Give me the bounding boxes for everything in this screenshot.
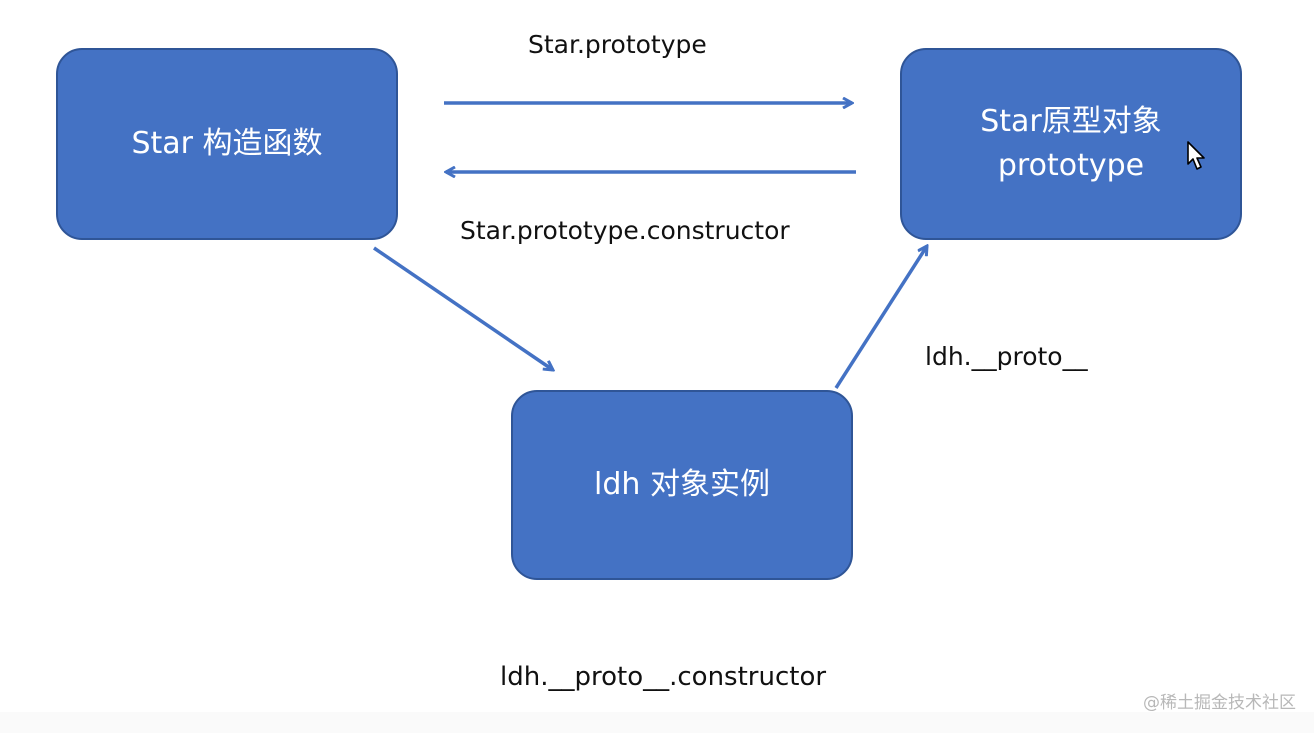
star-prototype-node: Star原型对象 prototype <box>900 48 1242 240</box>
edge-label-star-prototype: Star.prototype <box>528 30 707 59</box>
star-constructor-label: Star 构造函数 <box>131 126 323 161</box>
star-prototype-label-line2: prototype <box>997 148 1145 183</box>
watermark: @稀土掘金技术社区 <box>1143 693 1296 713</box>
bottom-band <box>0 712 1314 733</box>
star-prototype-label-line1: Star原型对象 <box>980 104 1162 139</box>
ldh-instance-node: ldh 对象实例 <box>511 390 853 580</box>
star-constructor-node: Star 构造函数 <box>56 48 398 240</box>
arrow-instance-to-prototype <box>834 246 927 389</box>
mouse-pointer-icon <box>1187 141 1205 170</box>
edge-label-ldh-proto: ldh.__proto__ <box>925 342 1088 371</box>
edge-label-prototype-constructor: Star.prototype.constructor <box>460 216 790 245</box>
arrow-constructor-to-instance <box>373 246 553 370</box>
ldh-instance-label: ldh 对象实例 <box>594 467 770 502</box>
edge-label-ldh-proto-constructor: ldh.__proto__.constructor <box>500 662 827 692</box>
